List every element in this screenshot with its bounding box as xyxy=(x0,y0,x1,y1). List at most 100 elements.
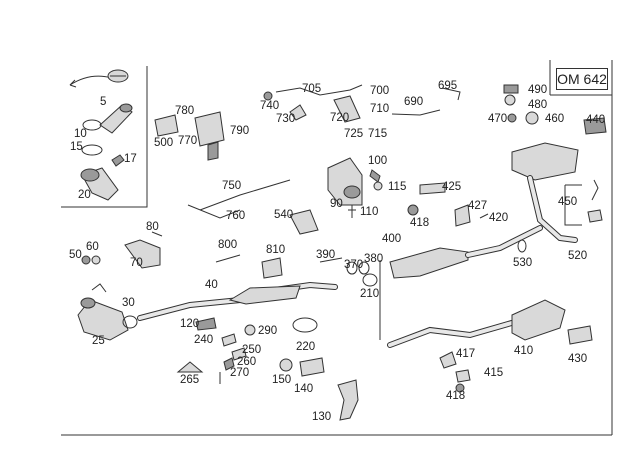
part-label: 20 xyxy=(78,189,91,201)
bracket-70 xyxy=(124,239,161,269)
washer-60 xyxy=(91,255,101,265)
nut-740 xyxy=(263,91,273,101)
part-label: 370 xyxy=(344,259,363,271)
part-label: 520 xyxy=(568,250,587,262)
part-label: 695 xyxy=(438,80,457,92)
part-label: 260 xyxy=(237,356,256,368)
hanger-417 xyxy=(439,351,457,369)
part-label: 440 xyxy=(586,114,605,126)
sensor-120 xyxy=(195,317,217,331)
nut-115 xyxy=(373,181,383,191)
part-label: 420 xyxy=(489,212,508,224)
nut-470 xyxy=(507,113,517,123)
part-label: 540 xyxy=(274,209,293,221)
bracket-140 xyxy=(299,357,325,377)
part-label: 60 xyxy=(86,241,99,253)
catalytic-converter-25 xyxy=(77,283,129,341)
center-muffler-400 xyxy=(389,225,543,279)
part-label: 120 xyxy=(180,318,199,330)
clamp-30 xyxy=(122,315,138,329)
nut-50 xyxy=(81,255,91,265)
part-label: 50 xyxy=(69,249,82,261)
bracket-250 xyxy=(231,347,247,361)
ring-380 xyxy=(358,261,370,275)
nut-418-upper xyxy=(407,204,419,216)
part-label: 430 xyxy=(568,353,587,365)
bracket-425 xyxy=(419,182,446,195)
sensor-cable-750 xyxy=(199,179,291,211)
elbow-pipe-20 xyxy=(80,167,119,201)
part-label: 450 xyxy=(558,196,577,208)
bolt-80 xyxy=(151,231,163,237)
part-label: 17 xyxy=(124,153,137,165)
part-label: 715 xyxy=(368,128,387,140)
part-label: 417 xyxy=(456,348,475,360)
part-label: 15 xyxy=(70,141,83,153)
part-label: 810 xyxy=(266,244,285,256)
bracket-500 xyxy=(154,114,179,137)
part-label: 115 xyxy=(388,181,406,193)
sensor-800 xyxy=(215,254,241,263)
engine-code-label: OM 642 xyxy=(556,68,608,90)
part-label: 690 xyxy=(404,96,423,108)
inset-frame xyxy=(61,66,148,208)
washer-480 xyxy=(504,94,516,106)
cap-265 xyxy=(176,361,204,373)
clamp-15 xyxy=(81,144,103,156)
part-label: 415 xyxy=(484,367,503,379)
part-label: 418 xyxy=(410,217,429,229)
stud-420 xyxy=(479,213,489,219)
stud-390 xyxy=(319,257,343,263)
part-label: 740 xyxy=(260,100,279,112)
bolt-110 xyxy=(348,205,356,218)
part-label: 470 xyxy=(488,113,507,125)
nut-260 xyxy=(223,357,235,371)
part-label: 500 xyxy=(154,137,173,149)
part-label: 800 xyxy=(218,239,237,251)
part-label: 490 xyxy=(528,84,547,96)
part-label: 760 xyxy=(226,210,245,222)
bolt-17 xyxy=(111,154,125,167)
part-label: 150 xyxy=(272,374,291,386)
tail-trim-430 xyxy=(567,325,593,345)
tail-trim-440 xyxy=(583,117,607,135)
part-label: 710 xyxy=(370,103,389,115)
part-label: 240 xyxy=(194,334,213,346)
rubber-mount-490 xyxy=(503,84,519,94)
seal-ring-10 xyxy=(82,119,102,131)
part-label: 380 xyxy=(364,253,383,265)
rear-muffler-upper xyxy=(511,142,579,243)
ring-530 xyxy=(517,239,527,253)
clamp-450 xyxy=(587,209,603,223)
part-label: 80 xyxy=(146,221,159,233)
bracket-130 xyxy=(337,379,359,421)
part-label: 25 xyxy=(92,335,105,347)
part-label: 720 xyxy=(330,112,349,124)
part-label: 10 xyxy=(74,128,87,140)
pipe-connector-5 xyxy=(99,103,133,134)
part-label: 270 xyxy=(230,367,249,379)
clamp-210 xyxy=(362,273,378,287)
part-label: 90 xyxy=(330,198,343,210)
part-label: 250 xyxy=(242,344,261,356)
part-label: 70 xyxy=(130,257,143,269)
nut-418-lower xyxy=(455,383,465,393)
part-label: 480 xyxy=(528,99,547,111)
bolt-100 xyxy=(369,169,381,183)
part-label: 460 xyxy=(545,113,564,125)
part-label: 210 xyxy=(360,288,379,300)
bolt-450-upper xyxy=(591,179,599,201)
part-label: 700 xyxy=(370,85,389,97)
part-label: 5 xyxy=(100,96,106,108)
bracket-705 xyxy=(333,95,361,123)
clip-695 xyxy=(441,87,461,101)
part-label: 410 xyxy=(514,345,533,357)
clamp-220 xyxy=(292,317,318,333)
clamp-450-callout xyxy=(564,184,582,226)
bracket-700 xyxy=(275,84,363,96)
part-label: 770 xyxy=(178,135,197,147)
hanger-415 xyxy=(455,369,471,383)
part-label: 780 xyxy=(175,105,194,117)
inset-arrow xyxy=(69,69,129,88)
part-label: 110 xyxy=(360,206,378,218)
